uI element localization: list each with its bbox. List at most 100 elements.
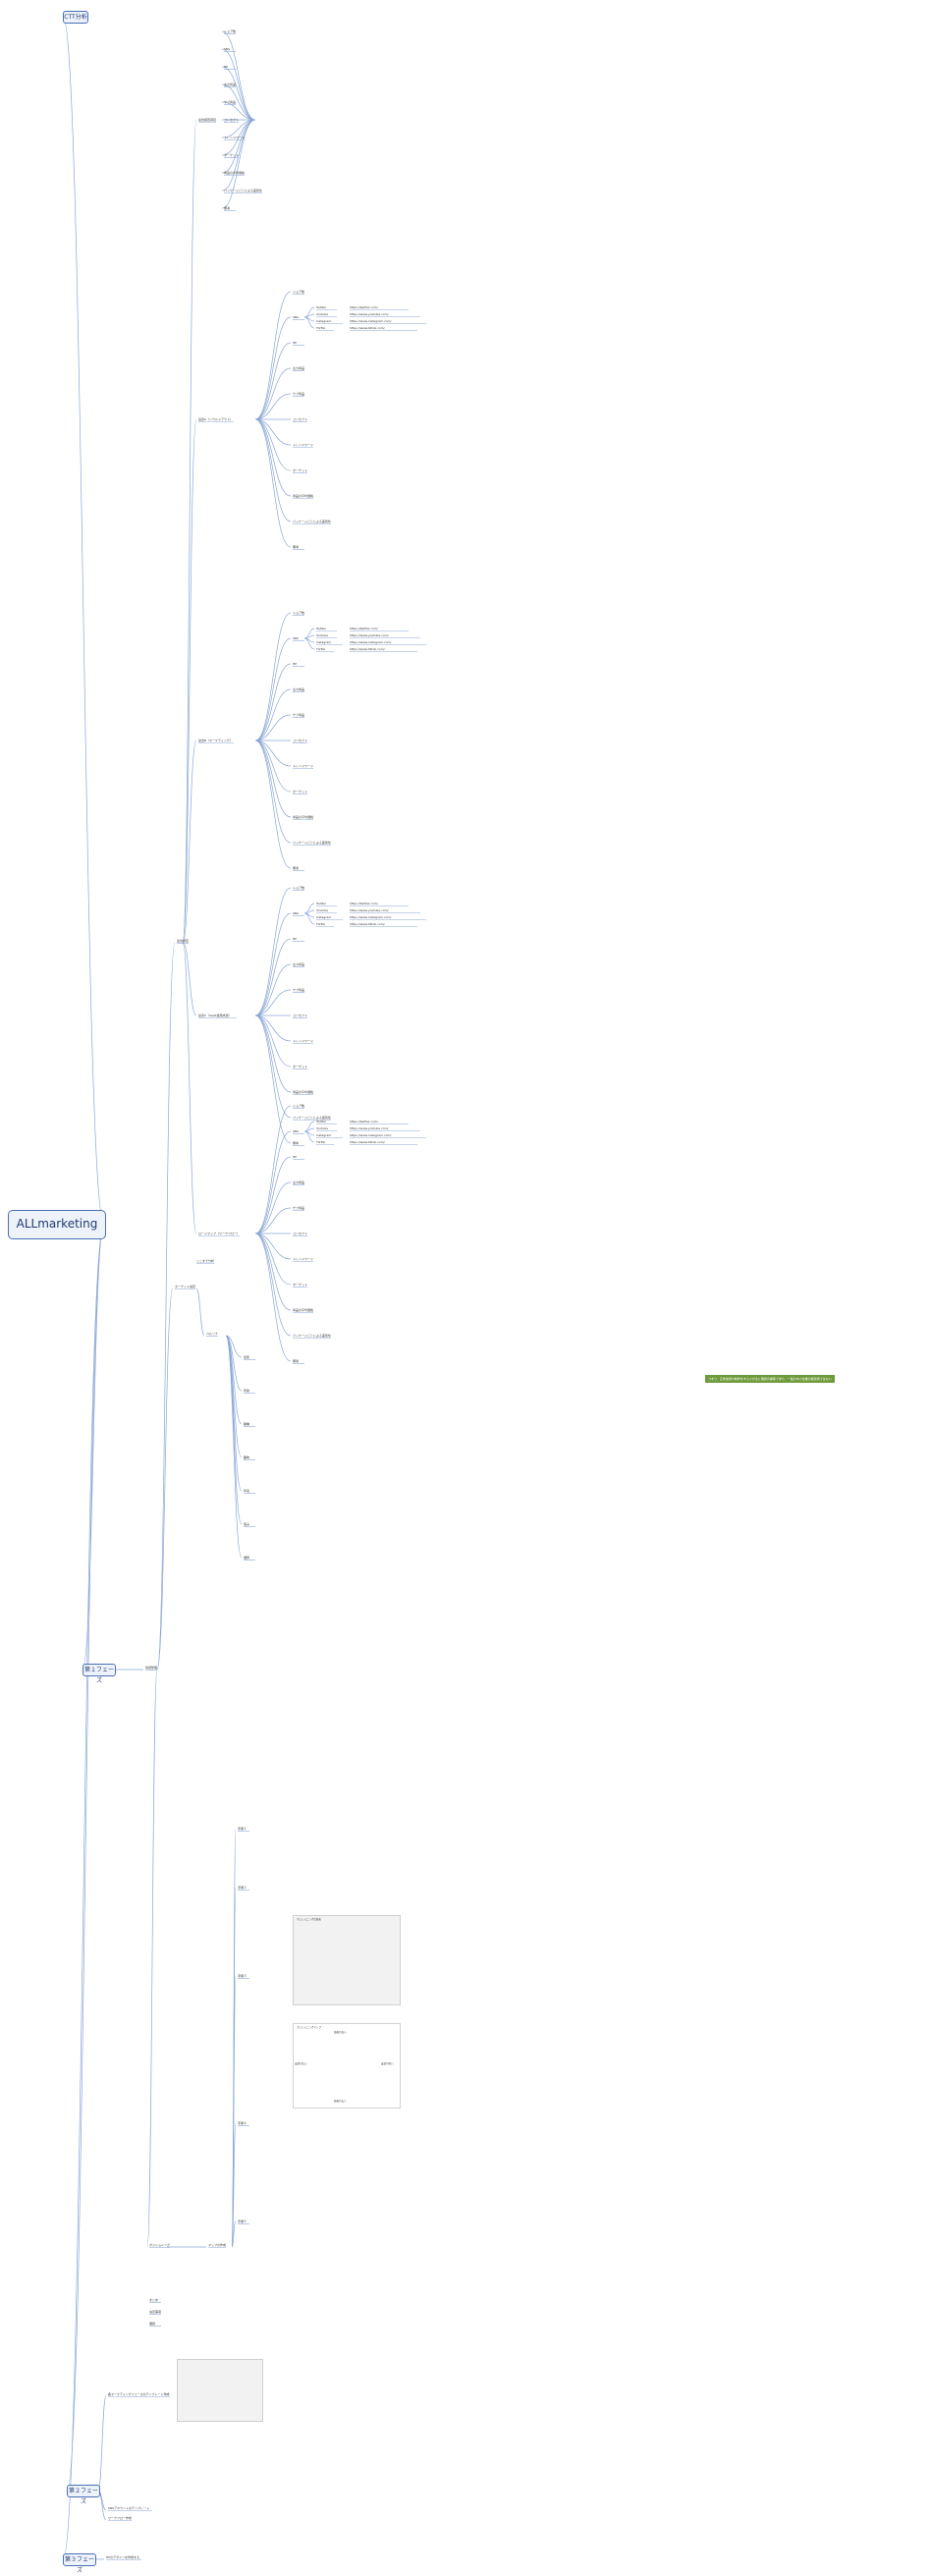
item-0-1[interactable]: SNS xyxy=(224,47,231,51)
phase-pre-node[interactable]: CTT分析 xyxy=(63,11,88,24)
item-3-5[interactable]: コンセプト xyxy=(293,1014,308,1017)
competitor-group-2[interactable]: 競合B（マーケティング） xyxy=(198,739,233,742)
item-2-6[interactable]: トレンドワード xyxy=(293,764,314,768)
item-1-7[interactable]: ターゲット xyxy=(293,468,308,472)
phase-2-node[interactable]: 第２フェーズ xyxy=(67,2485,100,2505)
item-0-8[interactable]: 商品の平均価格 xyxy=(224,171,246,175)
sns-3-1[interactable]: Youtube xyxy=(316,908,328,912)
item-2-7[interactable]: ターゲット xyxy=(293,790,308,794)
item-1-6[interactable]: トレンドワード xyxy=(293,443,314,447)
item-0-9[interactable]: パッケージごとによる差別化 xyxy=(224,189,262,192)
url-3-2[interactable]: https://www.instagram.com/ xyxy=(350,915,392,919)
persona-item-3[interactable]: 趣味 xyxy=(244,1455,250,1459)
item-3-8[interactable]: 商品の平均価格 xyxy=(293,1090,314,1094)
competitor-group-3[interactable]: 競合C（SaaS運用支援） xyxy=(198,1014,232,1017)
step-2[interactable]: 手順３ xyxy=(238,1974,247,1978)
url-4-1[interactable]: https://www.youtube.com/ xyxy=(350,1126,389,1130)
competitor-group-1[interactable]: 競合A（ソウルドアウト） xyxy=(198,417,234,421)
positioning-node[interactable]: ポジショニング xyxy=(149,2243,171,2247)
url-1-1[interactable]: https://www.youtube.com/ xyxy=(350,312,389,316)
sns-4-0[interactable]: Twitter xyxy=(316,1120,327,1124)
url-3-0[interactable]: https://twitter.com/ xyxy=(350,902,378,905)
sns-3-3[interactable]: TikTok xyxy=(316,922,326,926)
target-node[interactable]: ターゲット決定 xyxy=(175,1285,196,1288)
url-2-2[interactable]: https://www.instagram.com/ xyxy=(350,640,392,644)
item-2-9[interactable]: パッケージごとによる差別化 xyxy=(293,841,331,845)
persona-item-4[interactable]: 年収 xyxy=(244,1489,250,1493)
step-0[interactable]: 手順１ xyxy=(238,1827,247,1831)
item-4-8[interactable]: 商品の平均価格 xyxy=(293,1308,314,1312)
url-4-2[interactable]: https://www.instagram.com/ xyxy=(350,1133,392,1137)
url-3-3[interactable]: https://www.tiktok.com/ xyxy=(350,922,385,926)
item-4-2[interactable]: HP xyxy=(293,1155,298,1159)
item-2-0[interactable]: ショア数 xyxy=(293,611,305,615)
item-1-2[interactable]: HP xyxy=(293,341,298,345)
summary-2[interactable]: 決定事項 xyxy=(149,2310,162,2314)
url-4-3[interactable]: https://www.tiktok.com/ xyxy=(350,1140,385,1144)
item-4-1[interactable]: SNS xyxy=(293,1129,300,1133)
item-0-4[interactable]: サブ商品 xyxy=(224,100,237,104)
persona-item-6[interactable]: 課題 xyxy=(244,1556,250,1560)
item-0-0[interactable]: ショア数 xyxy=(224,29,237,33)
sns-1-1[interactable]: Youtube xyxy=(316,312,328,316)
url-1-2[interactable]: https://www.instagram.com/ xyxy=(350,319,392,323)
sns-2-2[interactable]: Instagram xyxy=(316,640,332,644)
sns-3-0[interactable]: Twitter xyxy=(316,902,327,905)
item-3-9[interactable]: パッケージごとによる差別化 xyxy=(293,1116,331,1120)
sns-2-1[interactable]: Youtube xyxy=(316,633,328,637)
sns-1-3[interactable]: TikTok xyxy=(316,326,326,330)
item-3-3[interactable]: 主力商品 xyxy=(293,962,305,966)
persona-item-2[interactable]: 職種 xyxy=(244,1422,250,1426)
item-1-3[interactable]: 主力商品 xyxy=(293,366,305,370)
item-1-9[interactable]: パッケージごとによる差別化 xyxy=(293,520,331,523)
item-4-5[interactable]: コンセプト xyxy=(293,1232,308,1235)
item-4-0[interactable]: ショア数 xyxy=(293,1104,305,1108)
persona-node[interactable]: ペルソナ xyxy=(206,1332,219,1336)
item-3-6[interactable]: トレンドワード xyxy=(293,1039,314,1043)
item-4-6[interactable]: トレンドワード xyxy=(293,1257,314,1261)
item-2-8[interactable]: 商品の平均価格 xyxy=(293,815,314,819)
sns-4-1[interactable]: Youtube xyxy=(316,1126,328,1130)
url-1-0[interactable]: https://twitter.com/ xyxy=(350,305,378,309)
item-2-4[interactable]: サブ商品 xyxy=(293,713,305,717)
url-2-1[interactable]: https://www.youtube.com/ xyxy=(350,633,389,637)
p2-c[interactable]: ワークフロー作成 xyxy=(108,2516,133,2520)
item-3-1[interactable]: SNS xyxy=(293,911,300,915)
summary-1[interactable]: まとめ xyxy=(149,2298,159,2302)
competitor-group-0[interactable]: 競合調査項目 xyxy=(198,118,217,122)
url-2-3[interactable]: https://www.tiktok.com/ xyxy=(350,647,385,651)
item-1-1[interactable]: SNS xyxy=(293,315,300,319)
item-1-0[interactable]: ショア数 xyxy=(293,290,305,294)
item-0-2[interactable]: HP xyxy=(224,65,229,69)
url-2-0[interactable]: https://twitter.com/ xyxy=(350,627,378,630)
item-0-5[interactable]: コンセプト xyxy=(224,118,240,122)
item-2-5[interactable]: コンセプト xyxy=(293,739,308,742)
step-1[interactable]: 手順２ xyxy=(238,1886,247,1890)
item-3-7[interactable]: ターゲット xyxy=(293,1065,308,1069)
step-3[interactable]: 手順４ xyxy=(238,2121,247,2125)
sns-2-0[interactable]: Twitter xyxy=(316,627,327,630)
phase-1-node[interactable]: 第１フェーズ xyxy=(82,1664,116,1684)
item-3-2[interactable]: HP xyxy=(293,937,298,941)
item-1-4[interactable]: サブ商品 xyxy=(293,392,305,396)
item-1-5[interactable]: コンセプト xyxy=(293,417,308,421)
item-0-3[interactable]: 主力商品 xyxy=(224,82,237,86)
url-1-3[interactable]: https://www.tiktok.com/ xyxy=(350,326,385,330)
item-3-10[interactable]: 備考 xyxy=(293,1141,300,1145)
item-3-4[interactable]: サブ商品 xyxy=(293,988,305,992)
competitor-group-4[interactable]: ロードマップ（ワークフロー） xyxy=(198,1232,241,1235)
phase-3-node[interactable]: 第３フェーズ xyxy=(63,2553,96,2574)
item-1-10[interactable]: 備考 xyxy=(293,545,300,549)
item-3-0[interactable]: ショア数 xyxy=(293,886,305,890)
sns-4-3[interactable]: TikTok xyxy=(316,1140,326,1144)
analysis-note[interactable]: ここまで分析 xyxy=(196,1259,215,1263)
sns-2-3[interactable]: TikTok xyxy=(316,647,326,651)
p2-a[interactable]: 各マーケティングフェーズのテンプレート作成 xyxy=(108,2392,170,2396)
url-4-0[interactable]: https://twitter.com/ xyxy=(350,1120,378,1124)
item-4-10[interactable]: 備考 xyxy=(293,1359,300,1363)
item-1-8[interactable]: 商品の平均価格 xyxy=(293,494,314,498)
persona-item-1[interactable]: 年齢 xyxy=(244,1389,250,1393)
sns-1-2[interactable]: Instagram xyxy=(316,319,332,323)
p3-a[interactable]: HPのデザインを作成する xyxy=(106,2555,140,2559)
sns-3-2[interactable]: Instagram xyxy=(316,915,332,919)
